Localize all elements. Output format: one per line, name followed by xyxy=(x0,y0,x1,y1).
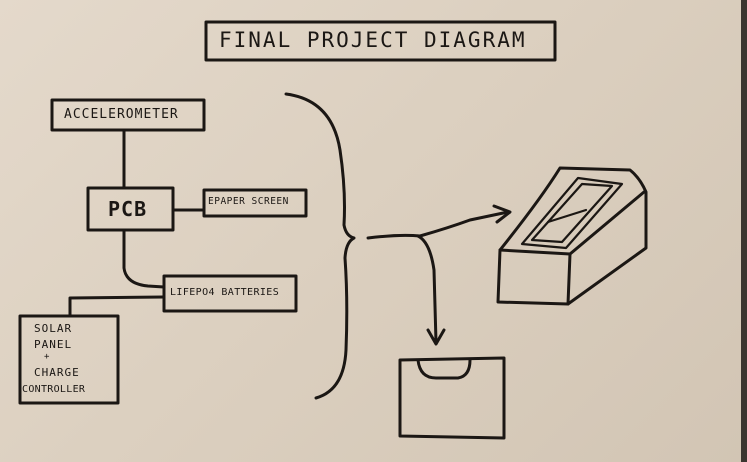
solar-box xyxy=(18,314,120,405)
battery-label: LIFEPO4 BATTERIES xyxy=(170,287,280,298)
solar-label-line4: CHARGE xyxy=(34,366,80,379)
enclosure-front-edge xyxy=(566,252,572,306)
pcb-label: PCB xyxy=(108,197,148,221)
solar-battery-connector xyxy=(68,295,166,318)
solar-label-line2: PANEL xyxy=(34,338,73,351)
arrow-to-enclosure xyxy=(366,210,510,240)
epaper-label: EPAPER SCREEN xyxy=(208,196,289,207)
title-box xyxy=(204,20,557,62)
solar-label-line5: CONTROLLER xyxy=(22,384,86,395)
solar-label-line1: SOLAR xyxy=(34,322,73,335)
grouping-brace xyxy=(284,92,356,400)
pcb-battery-connector xyxy=(122,228,166,289)
arrow-to-box xyxy=(416,234,438,344)
enclosure-window-inner xyxy=(530,182,614,244)
enclosure-body xyxy=(496,166,648,306)
open-box xyxy=(398,356,506,440)
arrowhead-box xyxy=(426,328,446,346)
arrowhead-enclosure xyxy=(492,204,512,224)
enclosure-window-outer xyxy=(520,176,624,250)
enclosure-window-divider xyxy=(546,208,588,224)
battery-box xyxy=(162,274,298,313)
accelerometer-label: ACCELEROMETER xyxy=(64,107,179,122)
accelerometer-box xyxy=(50,98,206,132)
open-box-handle xyxy=(416,358,472,380)
diagram-title: FINAL PROJECT DIAGRAM xyxy=(219,28,527,52)
solar-label-line3: + xyxy=(44,352,51,362)
epaper-box xyxy=(202,188,308,218)
